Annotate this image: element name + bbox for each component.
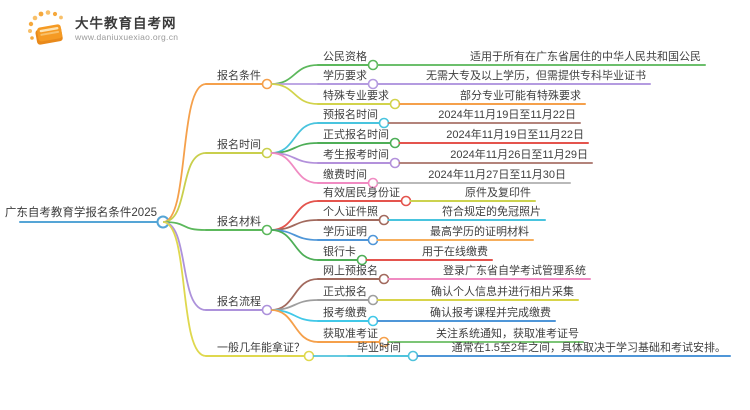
branch-duration: 一般几年能拿证？ (162, 221, 315, 362)
subtopic-circle (367, 294, 379, 306)
subtopic-circle (389, 98, 401, 110)
leaf-label: 确认个人信息并进行相片采集 (431, 284, 574, 298)
connector-curve (162, 221, 207, 231)
leaf-label: 部分专业可能有特殊要求 (460, 88, 581, 102)
mindmap-row: 学历要求 无需大专及以上学历，但需提供专科毕业证书 (271, 68, 651, 90)
branch-label: 报名时间 (217, 137, 261, 151)
branch-materials: 报名材料 (162, 214, 273, 236)
subtopic-circle (400, 195, 412, 207)
leaf-label: 2024年11月26日至11月29日 (450, 147, 588, 161)
branch-circle (261, 78, 273, 90)
subtopic-circle (378, 117, 390, 129)
subtopic-circle (367, 234, 379, 246)
branch-label: 一般几年能拿证？ (217, 340, 305, 354)
leaf-label: 2024年11月19日至11月22日 (446, 127, 584, 141)
mindmap-row: 公民资格 适用于所有在广东省居住的中华人民共和国公民 (270, 49, 706, 85)
subtopic-circle (356, 254, 368, 266)
subtopic-label: 获取准考证 (323, 327, 378, 340)
mindmap-row: 有效居民身份证 原件及复印件 (270, 185, 536, 231)
leaf-label: 用于在线缴费 (422, 244, 488, 258)
book-icon (28, 10, 63, 45)
subtopic-label: 考生报考时间 (323, 147, 389, 161)
leaf-label: 确认报考课程并完成缴费 (430, 305, 551, 319)
subtopic-label: 网上预报名 (323, 263, 378, 277)
connector-curve (270, 64, 319, 85)
site-url: www.daniuxuexiao.org.cn (75, 31, 179, 42)
mindmap-row: 学历证明 最高学历的证明材料 (270, 224, 534, 246)
root-node: 广东自考教育学报名条件2025 (5, 205, 170, 229)
subtopic-label: 个人证件照 (323, 205, 378, 218)
mindmap-row: 毕业时间 通常在1.5至2年之间，具体取决于学习基础和考试安排。 (313, 340, 731, 362)
branch-circle (303, 350, 315, 362)
connector-curve (270, 229, 319, 261)
mindmap-row: 缴费时间 2024年11月27日至11月30日 (270, 152, 571, 189)
subtopic-circle (378, 273, 390, 285)
branch-circle (261, 224, 273, 236)
leaf-label: 关注系统通知，获取准考证号 (436, 326, 579, 340)
connector-curve (162, 221, 207, 357)
branch-circle (261, 147, 273, 159)
subtopic-circle (367, 315, 379, 327)
branch-label: 报名材料 (217, 214, 261, 228)
subtopic-label: 学历证明 (323, 224, 367, 238)
connector-curve (162, 83, 207, 223)
connector-curve (270, 152, 319, 184)
subtopic-label: 特殊专业要求 (323, 88, 389, 102)
leaf-label: 符合规定的免冠照片 (442, 204, 541, 218)
subtopic-label: 有效居民身份证 (323, 185, 400, 199)
mindmap-row: 获取准考证 关注系统通知，获取准考证号 (270, 309, 584, 348)
branch-circle (261, 304, 273, 316)
subtopic-label: 报考缴费 (323, 305, 367, 319)
leaf-label: 2024年11月27日至11月30日 (428, 167, 566, 181)
mindmap-row: 考生报考时间 2024年11月26日至11月29日 (270, 147, 593, 169)
leaf-label: 无需大专及以上学历，但需提供专科毕业证书 (426, 68, 646, 82)
subtopic-label: 正式报名时间 (323, 127, 389, 141)
subtopic-circle (367, 59, 379, 71)
subtopic-label: 毕业时间 (357, 341, 401, 354)
connector-curve (162, 152, 207, 223)
mindmap-row: 银行卡 用于在线缴费 (270, 229, 493, 266)
leaf-label: 适用于所有在广东省居住的中华人民共和国公民 (470, 49, 701, 63)
subtopic-label: 银行卡 (323, 244, 356, 258)
site-logo: 大牛教育自考网 www.daniuxuexiao.org.cn (25, 9, 178, 49)
leaf-label: 登录广东省自学考试管理系统 (443, 263, 586, 277)
branch-label: 报名条件 (217, 68, 261, 82)
subtopic-label: 预报名时间 (323, 107, 378, 121)
subtopic-label: 正式报名 (323, 284, 367, 298)
subtopic-label: 缴费时间 (323, 167, 367, 181)
branch-schedule: 报名时间 (162, 137, 273, 223)
subtopic-circle (389, 137, 401, 149)
leaf-label: 通常在1.5至2年之间，具体取决于学习基础和考试安排。 (452, 340, 726, 354)
leaf-label: 最高学历的证明材料 (430, 224, 529, 238)
branch-label: 报名流程 (217, 294, 261, 308)
subtopic-circle (378, 214, 390, 226)
leaf-label: 原件及复印件 (465, 185, 531, 199)
subtopic-circle (389, 157, 401, 169)
mindmap-row: 预报名时间 2024年11月19日至11月22日 (270, 107, 581, 154)
leaf-label: 2024年11月19日至11月22日 (438, 107, 576, 121)
root-title: 广东自考教育学报名条件2025 (5, 205, 157, 219)
site-name: 大牛教育自考网 (75, 15, 177, 31)
mindmap-row: 个人证件照 符合规定的免冠照片 (270, 204, 546, 231)
subtopic-label: 公民资格 (323, 49, 367, 63)
connector-curve (270, 83, 319, 105)
mindmap-row: 报考缴费 确认报考课程并完成缴费 (270, 305, 556, 327)
connector-curve (270, 309, 319, 343)
subtopic-circle (407, 350, 419, 362)
mindmap-row: 特殊专业要求 部分专业可能有特殊要求 (270, 83, 586, 110)
subtopic-circle (367, 78, 379, 90)
subtopic-label: 学历要求 (323, 68, 367, 82)
branch-process: 报名流程 (162, 221, 273, 316)
mindmap-row: 网上预报名 登录广东省自学考试管理系统 (270, 263, 591, 311)
